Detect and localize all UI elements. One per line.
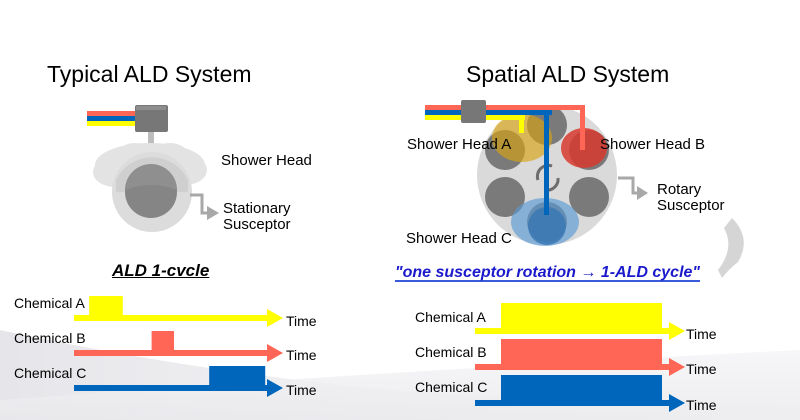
chemical-a-label: Chemical A bbox=[415, 309, 486, 325]
arrowhead-c bbox=[267, 379, 283, 397]
ald-1-cycle-subtitle: ALD 1-cvcle bbox=[112, 261, 210, 280]
curved-arrow-icon bbox=[718, 218, 744, 278]
wafer-4 bbox=[485, 177, 525, 217]
stationary-susceptor-label: Stationary Susceptor bbox=[223, 200, 291, 233]
time-label-b: Time bbox=[286, 347, 317, 363]
arrowhead-c bbox=[669, 394, 685, 412]
chemical-c-label: Chemical C bbox=[14, 365, 87, 381]
rotation-arrow-icon bbox=[535, 163, 553, 181]
shower-head-c-zone bbox=[511, 198, 579, 246]
arrowhead-b bbox=[267, 344, 283, 362]
shower-head-c-label: Shower Head C bbox=[406, 230, 512, 247]
shower-head-a-zone bbox=[492, 114, 552, 162]
rotary-susceptor-pointer bbox=[618, 176, 640, 195]
pulse-chemical-b bbox=[151, 331, 174, 356]
time-label-a: Time bbox=[286, 313, 317, 329]
shower-head-a-label: Shower Head A bbox=[407, 136, 512, 153]
shower-head-label: Shower Head bbox=[221, 152, 312, 169]
shower-head-b-label: Shower Head B bbox=[600, 136, 706, 153]
pulse-chemical-c bbox=[501, 375, 662, 406]
pulse-chemical-c bbox=[209, 366, 266, 391]
pulse-chemical-b bbox=[501, 339, 662, 370]
rotary-susceptor-label: Rotary Susceptor bbox=[657, 181, 725, 214]
gas-line-a bbox=[87, 121, 137, 126]
chemical-c-label: Chemical C bbox=[415, 379, 488, 395]
time-label-b: Time bbox=[686, 361, 717, 377]
wafer-5 bbox=[569, 177, 609, 217]
valve-box bbox=[135, 105, 168, 132]
gas-line-b bbox=[87, 111, 137, 116]
arrowhead-a bbox=[669, 322, 685, 340]
pulse-chemical-a bbox=[501, 303, 662, 334]
rotation-cycle-subtitle: "one susceptor rotation → 1-ALD cycle" bbox=[395, 264, 701, 281]
time-axis-a bbox=[74, 315, 271, 321]
pulse-chemical-a bbox=[89, 296, 123, 321]
time-label-c: Time bbox=[286, 382, 317, 398]
arrowhead-a bbox=[267, 309, 283, 327]
time-label-a: Time bbox=[686, 326, 717, 342]
spatial-ald-title: Spatial ALD System bbox=[466, 61, 670, 87]
typical-ald-title: Typical ALD System bbox=[47, 61, 252, 87]
chemical-a-label: Chemical A bbox=[14, 295, 85, 311]
chemical-b-label: Chemical B bbox=[14, 330, 86, 346]
time-axis-c bbox=[74, 385, 271, 391]
chemical-b-label: Chemical B bbox=[415, 344, 487, 360]
gas-line-c bbox=[87, 116, 137, 121]
gas-line-c bbox=[425, 110, 552, 115]
time-label-c: Time bbox=[686, 397, 717, 413]
valve-box bbox=[461, 100, 486, 123]
arrowhead-b bbox=[669, 358, 685, 376]
gas-line-b bbox=[425, 105, 585, 110]
